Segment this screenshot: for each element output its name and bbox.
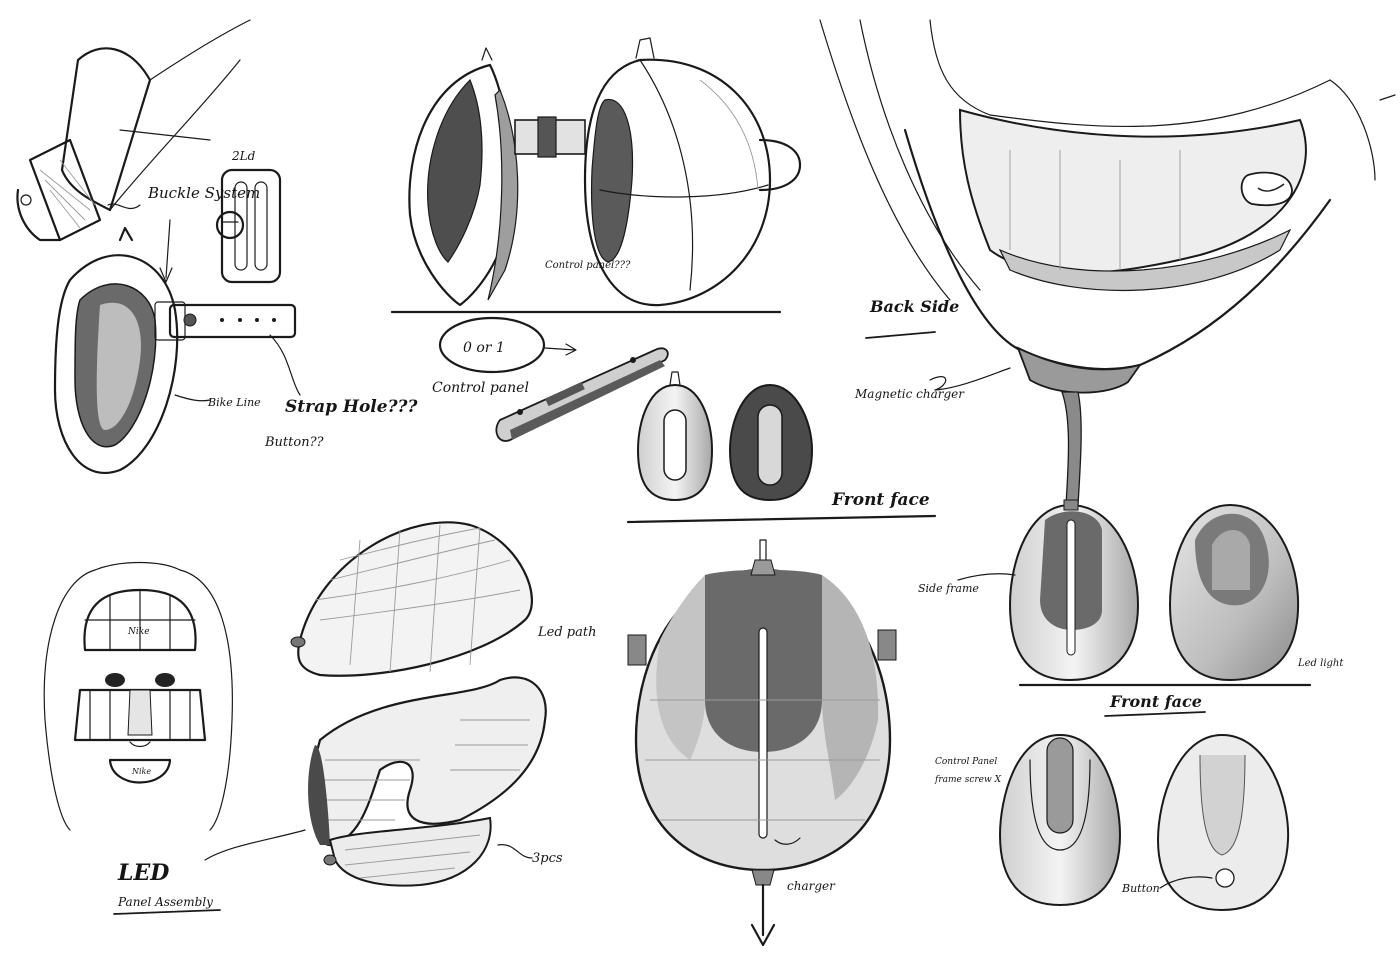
- front-face-small-sketch: [636, 371, 814, 502]
- led-panel-middle-sketch: [308, 676, 547, 847]
- front-face-underline: [1104, 711, 1206, 717]
- side-view-helmet-sketch: [583, 37, 802, 307]
- charger-note: charger: [787, 879, 836, 893]
- led-underline: [113, 909, 221, 915]
- front-face-render-1: [1008, 499, 1140, 682]
- front-face-render-3: [998, 733, 1122, 907]
- visor-with-strap-sketch: [53, 203, 301, 474]
- front-face-note-2: Front face: [1109, 692, 1202, 711]
- control-panel-bar-sketch: [438, 316, 669, 442]
- button-note: Button: [1121, 882, 1160, 895]
- back-side-closeup-sketch: [819, 19, 1396, 506]
- front-view-shell-render: [627, 539, 897, 947]
- mask-brand-label: Nike: [131, 767, 151, 776]
- magnetic-charger-leader: [929, 367, 1011, 391]
- magnetic-charger-note: Magnetic charger: [854, 387, 965, 401]
- front-face-note-1: Front face: [831, 490, 930, 510]
- side-frame-leader: [957, 573, 1016, 581]
- side-view-visor-sketch: [408, 47, 586, 307]
- side-frame-note: Side frame: [918, 582, 979, 595]
- led-path-note: Led path: [537, 625, 596, 640]
- buckle-top-note: 2Ld: [231, 149, 256, 163]
- strap-hole-note: Strap Hole???: [285, 397, 419, 417]
- button-question-note: Button??: [264, 435, 325, 450]
- bike-line-note: Bike Line: [207, 396, 261, 409]
- led-panel-top-sketch: [290, 521, 533, 677]
- control-panel-note: Control panel: [432, 380, 529, 396]
- three-pcs-leader: [497, 844, 533, 859]
- three-pcs-note: 3pcs: [532, 851, 563, 866]
- face-with-cap-mask-sketch: [43, 561, 233, 831]
- buckle-detail-sketch: [215, 168, 282, 284]
- frame-screw-note: frame screw X: [934, 775, 1002, 785]
- ground-line-2: [626, 514, 937, 524]
- led-title-note: LED: [117, 860, 169, 886]
- button-leader: [1159, 876, 1213, 889]
- front-face-render-2: [1168, 503, 1300, 682]
- panel-assembly-note: Panel Assembly: [117, 895, 213, 909]
- control-panel-question-note: Control panel???: [545, 260, 631, 271]
- led-panel-bottom-sketch: [323, 816, 492, 887]
- front-face-render-4: [1156, 733, 1290, 912]
- control-panel-note-2: Control Panel: [935, 757, 997, 767]
- or-note: 0 or 1: [463, 340, 505, 356]
- buckle-system-note: Buckle System: [147, 184, 260, 202]
- led-leader: [204, 829, 306, 861]
- back-side-note: Back Side: [869, 297, 959, 316]
- back-side-underline: [865, 331, 936, 339]
- cap-brand-label: Nike: [127, 627, 150, 637]
- buckle-strap-sketch: [16, 19, 251, 242]
- led-light-note: Led light: [1297, 658, 1344, 669]
